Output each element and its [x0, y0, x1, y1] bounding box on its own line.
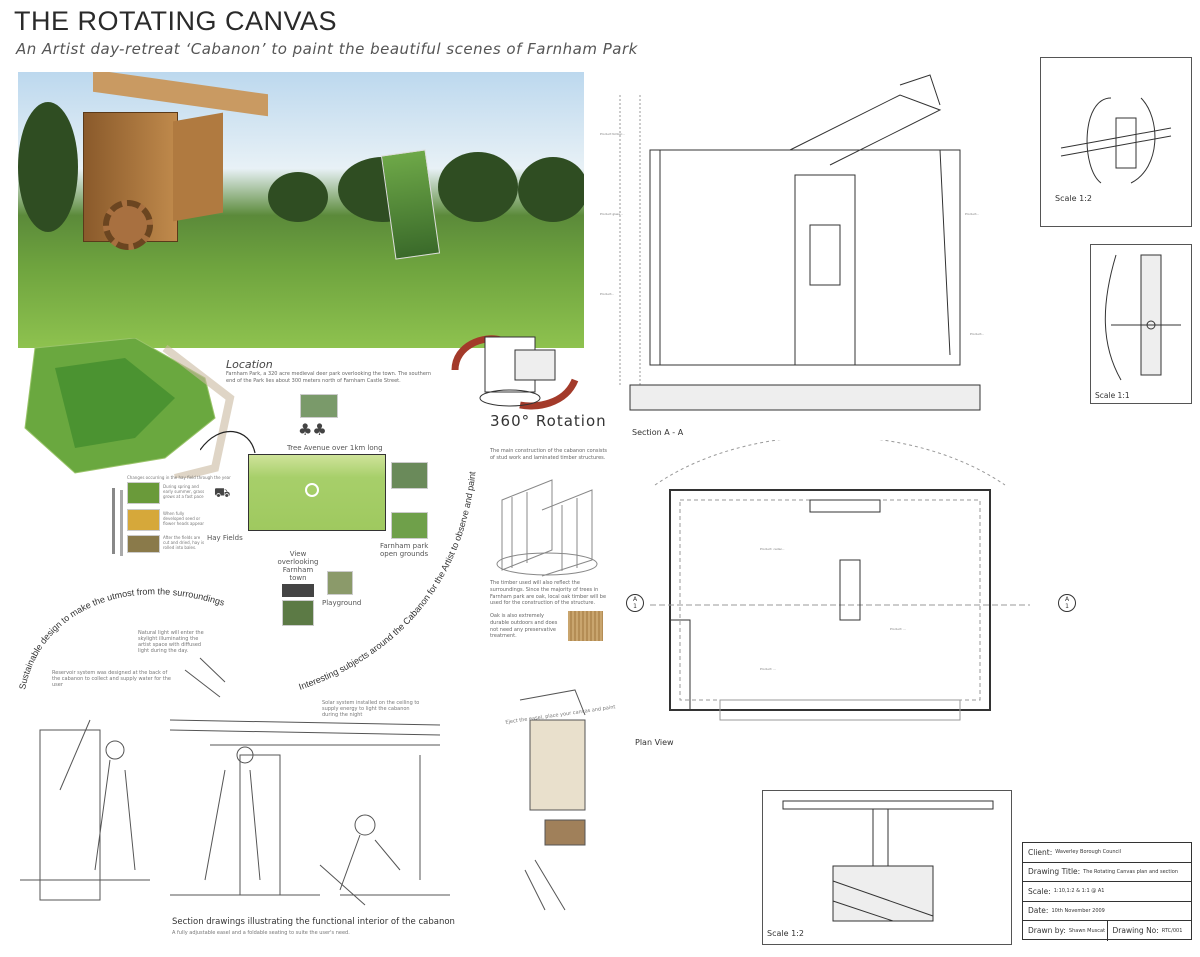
- section-sketches: [20, 657, 450, 906]
- open-grounds-photo: [391, 512, 428, 539]
- title-block: Client:Waverley Borough Council Drawing …: [1022, 842, 1192, 941]
- location-heading: Location: [226, 358, 273, 371]
- tractor-icon: ⛟: [214, 486, 231, 501]
- drawing-title-row: Drawing Title:The Rotating Canvas plan a…: [1023, 863, 1191, 882]
- park-map: [24, 338, 235, 478]
- hay-photo-3: [127, 535, 160, 553]
- construction-text-3: Oak is also extremely durable outdoors a…: [490, 613, 558, 640]
- hay-photo-2: [127, 509, 160, 531]
- svg-text:Product: ...: Product: ...: [760, 667, 776, 671]
- park-plan: [248, 454, 386, 531]
- client-row: Client:Waverley Borough Council: [1023, 843, 1191, 863]
- people-photo: [391, 462, 428, 489]
- plan-view-label: Plan View: [635, 738, 674, 747]
- tree-icons: ♣♣: [298, 420, 327, 439]
- tree-avenue-photo: [300, 394, 338, 418]
- hay-photo-1: [127, 482, 160, 504]
- svg-text:Product timber...: Product timber...: [600, 132, 625, 136]
- town-silhouette: [282, 584, 314, 597]
- section-aa-label: Section A - A: [632, 428, 684, 437]
- svg-text:Product: cedar...: Product: cedar...: [760, 547, 784, 551]
- timber-frame-drawing: [496, 479, 598, 577]
- scale-1-1-label: Scale 1:1: [1095, 391, 1130, 400]
- svg-text:Product: ...: Product: ...: [890, 627, 906, 631]
- arrow-up-icon: [112, 488, 115, 554]
- svg-text:Product...: Product...: [965, 212, 979, 216]
- playground-label: Playground: [322, 599, 362, 607]
- oak-sample: [568, 611, 603, 641]
- arrow-down-icon: [120, 490, 123, 556]
- rotation-label: 360° Rotation: [490, 412, 607, 430]
- tree-avenue-label: Tree Avenue over 1km long: [287, 444, 383, 452]
- playground-photo: [327, 571, 353, 595]
- connector-line: [200, 431, 256, 454]
- viewpoint-icon: [305, 483, 319, 497]
- page-subtitle: An Artist day-retreat ‘Cabanon’ to paint…: [16, 40, 638, 58]
- section-aa-drawing: Product timber... Product glass... Product…: [600, 74, 984, 411]
- hay-stage-1: During spring and early summer, grass gr…: [163, 484, 205, 499]
- drawn-row: Drawn by:Shawn Muscat Drawing No:RTC/001: [1023, 921, 1191, 941]
- hay-stage-2: When fully developed seed or flower head…: [163, 511, 205, 526]
- town-photo: [282, 600, 314, 626]
- scale-1-2-top-label: Scale 1:2: [1055, 194, 1092, 203]
- page-title: THE ROTATING CANVAS: [14, 6, 338, 36]
- detail-1-2-bottom: Scale 1:2: [762, 790, 1012, 945]
- rotation-model: [451, 335, 579, 410]
- plan-view-drawing: Product: cedar... Product: ... Product: ..…: [650, 440, 1030, 721]
- sections-caption: A fully adjustable easel and a foldable …: [172, 930, 350, 936]
- hero-render: [18, 72, 584, 348]
- natural-light-note: Natural light will enter the skylight il…: [138, 630, 204, 654]
- svg-text:Product...: Product...: [970, 332, 984, 336]
- scale-row: Scale:1:10,1:2 & 1:1 @ A1: [1023, 882, 1191, 902]
- hay-heading: Changes occurring in the hay field throu…: [127, 475, 231, 480]
- construction-text-2: The timber used will also reflect the su…: [490, 580, 607, 607]
- open-grounds-label: Farnham park open grounds: [380, 542, 429, 558]
- detail-1-1: Scale 1:1: [1090, 244, 1192, 404]
- scale-1-2-bottom-label: Scale 1:2: [767, 929, 804, 938]
- construction-text-1: The main construction of the cabanon con…: [490, 448, 608, 461]
- reservoir-note: Reservoir system was designed at the bac…: [52, 670, 171, 688]
- svg-text:Product glass...: Product glass...: [600, 212, 623, 216]
- figure-carrying-canvas: [380, 149, 441, 260]
- view-label: View overlooking Farnham town: [277, 550, 319, 582]
- sections-heading: Section drawings illustrating the functi…: [172, 917, 455, 927]
- easel-sketch: [519, 689, 586, 911]
- solar-note: Solar system installed on the ceiling to…: [322, 700, 420, 718]
- date-row: Date:10th November 2009: [1023, 902, 1191, 921]
- detail-1-2-top: Scale 1:2: [1040, 57, 1192, 227]
- cabanon-render: [63, 72, 268, 252]
- hay-fields-label: Hay Fields: [207, 534, 243, 542]
- svg-text:Product...: Product...: [600, 292, 614, 296]
- location-text: Farnham Park, a 320 acre medieval deer p…: [226, 371, 432, 384]
- hay-stage-3: After the fields are cut and dried, hay …: [163, 535, 205, 550]
